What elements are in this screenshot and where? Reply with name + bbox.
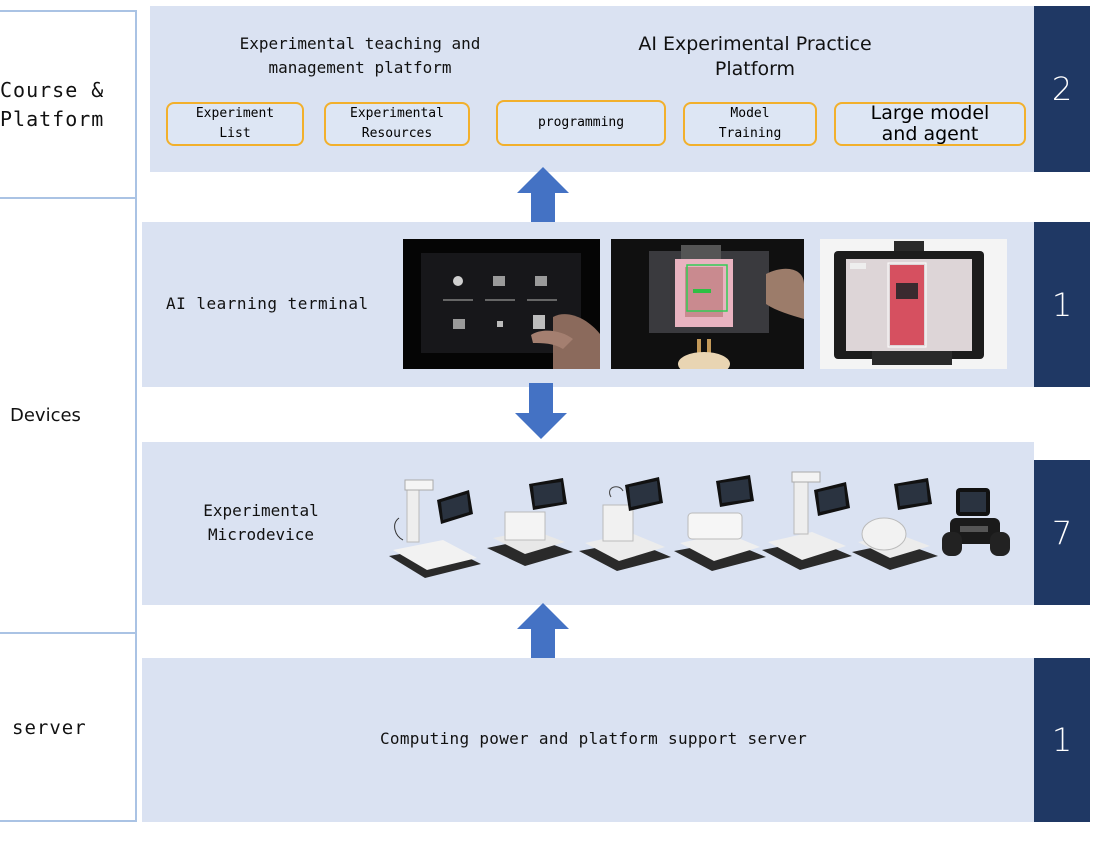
- server-title: Computing power and platform support ser…: [380, 729, 808, 748]
- platform-band: [150, 6, 1034, 172]
- microdevice-4-icon: [674, 475, 766, 571]
- arrow-up-icon: [517, 167, 569, 223]
- sidebar-label-server: server: [12, 717, 87, 739]
- microdevice-title: Experimental Microdevice: [203, 501, 319, 544]
- sidebar-label-devices: Devices: [10, 405, 81, 426]
- server-count-badge: 1: [1034, 658, 1090, 822]
- microdevice-6-icon: [852, 478, 938, 570]
- object-recognition-photo: [820, 239, 1007, 369]
- microdevice-2-icon: [487, 478, 573, 566]
- arrow-down-icon: [515, 383, 567, 439]
- microdevice-1-icon: [389, 479, 481, 578]
- terminal-title: AI learning terminal: [166, 294, 369, 313]
- sidebar-separator: [0, 197, 137, 199]
- terminal-menu-photo: [403, 239, 600, 369]
- pill-programming[interactable]: programming: [496, 100, 666, 146]
- microdevice-3-icon: [579, 477, 671, 571]
- microdevice-count-badge: 7: [1034, 460, 1090, 605]
- pill-model-training[interactable]: Model Training: [683, 102, 817, 146]
- microdevice-7-robot-icon: [942, 488, 1010, 556]
- microdevice-5-icon: [762, 471, 852, 570]
- sidebar-separator: [0, 632, 137, 634]
- sidebar-label-course-platform: Course & Platform: [0, 78, 105, 131]
- sidebar-separator: [0, 820, 137, 822]
- sidebar-divider: [135, 10, 137, 822]
- arrow-up-icon: [517, 603, 569, 659]
- face-recognition-photo: [611, 239, 804, 369]
- sidebar-top-line: [0, 10, 137, 12]
- teaching-platform-title: Experimental teaching and management pla…: [239, 34, 481, 77]
- pill-large-model-agent[interactable]: Large model and agent: [834, 102, 1026, 146]
- pill-experiment-list[interactable]: Experiment List: [166, 102, 304, 146]
- server-band: [142, 658, 1034, 822]
- terminal-count-badge: 1: [1034, 222, 1090, 387]
- platform-count-badge: 2: [1034, 6, 1090, 172]
- practice-platform-title: AI Experimental Practice Platform: [638, 33, 872, 80]
- pill-experimental-resources[interactable]: Experimental Resources: [324, 102, 470, 146]
